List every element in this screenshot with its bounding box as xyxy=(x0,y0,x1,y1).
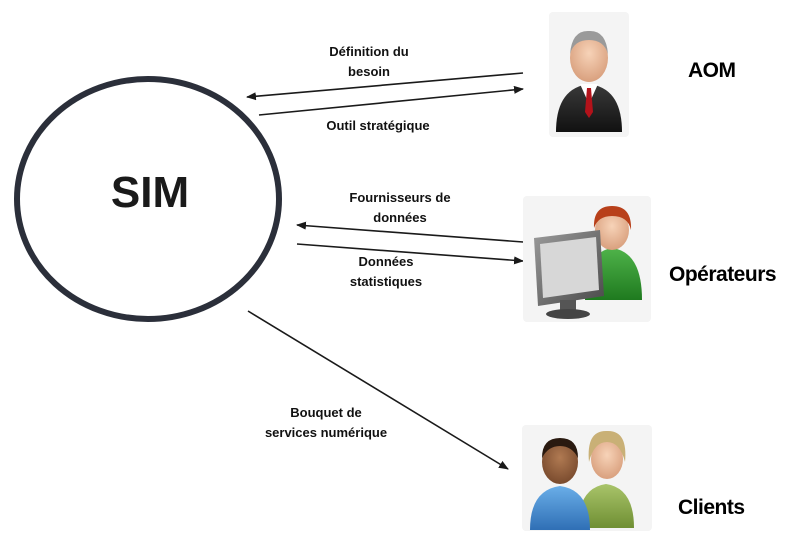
flow-label-line: Définition du xyxy=(329,44,409,59)
sim-label: SIM xyxy=(110,168,190,217)
arrow-sim-to-clients xyxy=(247,310,509,470)
flow-label-line: statistiques xyxy=(349,274,423,289)
flow-label-line: données xyxy=(373,210,427,225)
flow-label-line: besoin xyxy=(348,64,390,79)
actor-label-operators: Opérateurs xyxy=(669,263,777,286)
arrow-aom-to-sim xyxy=(246,72,524,101)
flow-label-operators-to-sim: Fournisseurs de données xyxy=(325,188,475,228)
flow-label-line: services numérique xyxy=(264,425,388,440)
arrow-sim-to-aom xyxy=(258,85,524,116)
actor-label-aom: AOM xyxy=(688,59,736,82)
flow-label-sim-to-aom: Outil stratégique xyxy=(303,116,453,136)
flow-label-line: Fournisseurs de xyxy=(349,190,451,205)
flow-label-line: Outil stratégique xyxy=(326,118,430,133)
flow-label-line: Données xyxy=(358,254,414,269)
flow-label-aom-to-sim: Définition du besoin xyxy=(304,42,434,82)
sim-circle xyxy=(14,76,282,322)
flow-label-line: Bouquet de xyxy=(290,405,362,420)
people-pair-icon xyxy=(522,425,652,531)
arrow-sim-to-operators xyxy=(296,243,524,265)
businessman-icon xyxy=(549,12,629,137)
flow-label-sim-to-clients: Bouquet de services numérique xyxy=(246,403,406,443)
arrow-operators-to-sim xyxy=(296,221,524,243)
flow-label-sim-to-operators: Données statistiques xyxy=(331,252,441,292)
computer-operator-icon xyxy=(523,196,651,322)
actor-label-clients: Clients xyxy=(678,496,745,519)
